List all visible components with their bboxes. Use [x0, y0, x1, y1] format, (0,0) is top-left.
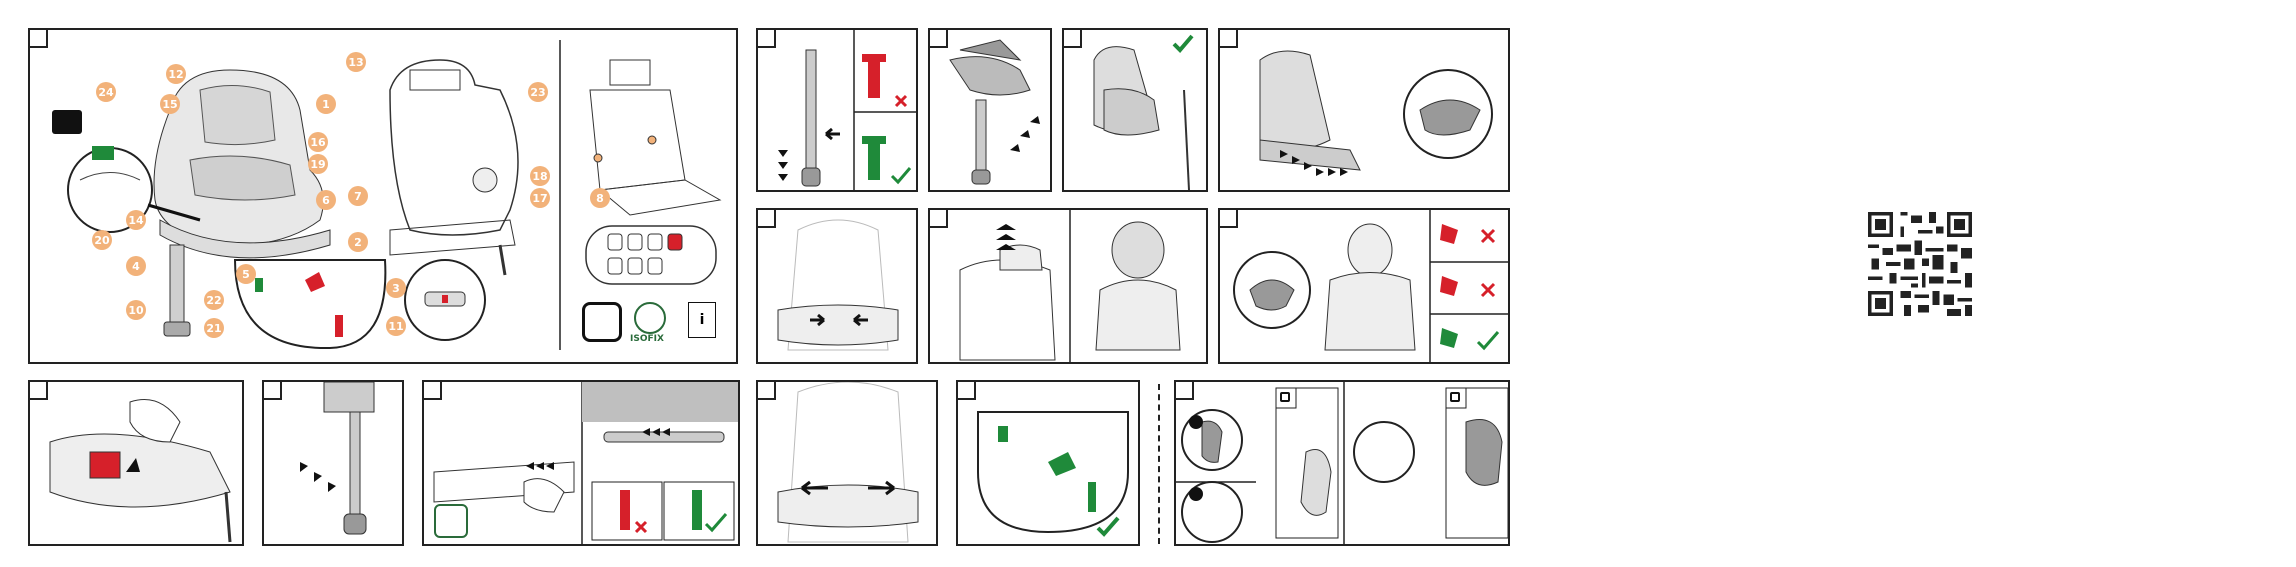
- isofix-connect-drawing: [424, 382, 740, 546]
- part-callout: 20: [92, 230, 112, 250]
- part-callout: 7: [348, 186, 368, 206]
- info-booklet-icon: i: [688, 302, 716, 338]
- isofix-logo-icon: [634, 302, 666, 334]
- part-callout: 12: [166, 64, 186, 84]
- part-callout: 8: [590, 188, 610, 208]
- step-panel-leg-fold: [928, 28, 1052, 192]
- step-panel-harness-tighten: [756, 380, 938, 546]
- step-panel-lock-unlock: [1174, 380, 1510, 546]
- lock-unlock-drawing: [1176, 382, 1510, 546]
- isofix-label: ISOFIX: [630, 334, 664, 344]
- part-callout: 4: [126, 256, 146, 276]
- part-callout: 15: [160, 94, 180, 114]
- manual-book-icon: [52, 110, 82, 134]
- buckle-check-drawing: [1220, 210, 1510, 364]
- isofix-release-drawing: [30, 382, 244, 546]
- part-callout: 14: [126, 210, 146, 230]
- leg-fold-drawing: [930, 30, 1052, 192]
- step-panel-seat-check: [1062, 28, 1208, 192]
- check-icon: [1174, 36, 1192, 50]
- part-callout: 11: [386, 316, 406, 336]
- lock-icon: [1280, 392, 1290, 402]
- harness-tighten-drawing: [758, 382, 938, 546]
- step-panel-headrest: [928, 208, 1208, 364]
- qr-code-icon: [1868, 212, 1972, 316]
- part-callout: 23: [528, 82, 548, 102]
- part-callout: 6: [316, 190, 336, 210]
- part-callout: 1: [316, 94, 336, 114]
- part-callout: 16: [308, 132, 328, 152]
- leg-adjust-drawing: [758, 30, 918, 192]
- headrest-drawing: [930, 210, 1208, 364]
- part-callout: 24: [96, 82, 116, 102]
- part-callout: 13: [346, 52, 366, 72]
- overview-panel: 24 12 15 1 16 19 6 14 20 4 5 22 21 10 3 …: [28, 28, 738, 364]
- step-panel-leg-down: [262, 380, 404, 546]
- part-callout: 10: [126, 300, 146, 320]
- leg-retract-drawing: [1220, 30, 1510, 192]
- leg-down-drawing: [264, 382, 404, 546]
- buckle-stow-drawing: [958, 382, 1140, 546]
- part-callout: 17: [530, 188, 550, 208]
- step-panel-buckle-stow: [956, 380, 1140, 546]
- step-panel-buckle-check: [1218, 208, 1510, 364]
- info-label: i: [700, 312, 705, 328]
- part-callout: 21: [204, 318, 224, 338]
- step-panel-harness: [756, 208, 918, 364]
- part-callout: 3: [386, 278, 406, 298]
- harness-drawing: [758, 210, 918, 364]
- part-callout: 22: [204, 290, 224, 310]
- step-panel-leg-retract: [1218, 28, 1510, 192]
- isofix-logo-icon: [434, 504, 468, 538]
- part-callout: 5: [236, 264, 256, 284]
- seat-isofix-icon: [582, 302, 622, 342]
- section-divider: [1158, 384, 1160, 544]
- seat-check-drawing: [1064, 30, 1208, 192]
- step-panel-isofix-connect: [422, 380, 740, 546]
- part-callout: 19: [308, 154, 328, 174]
- part-callout: 2: [348, 232, 368, 252]
- part-callout: 18: [530, 166, 550, 186]
- step-panel-isofix-release: [28, 380, 244, 546]
- unlock-icon: [1450, 392, 1460, 402]
- step-panel-leg-adjust: [756, 28, 918, 192]
